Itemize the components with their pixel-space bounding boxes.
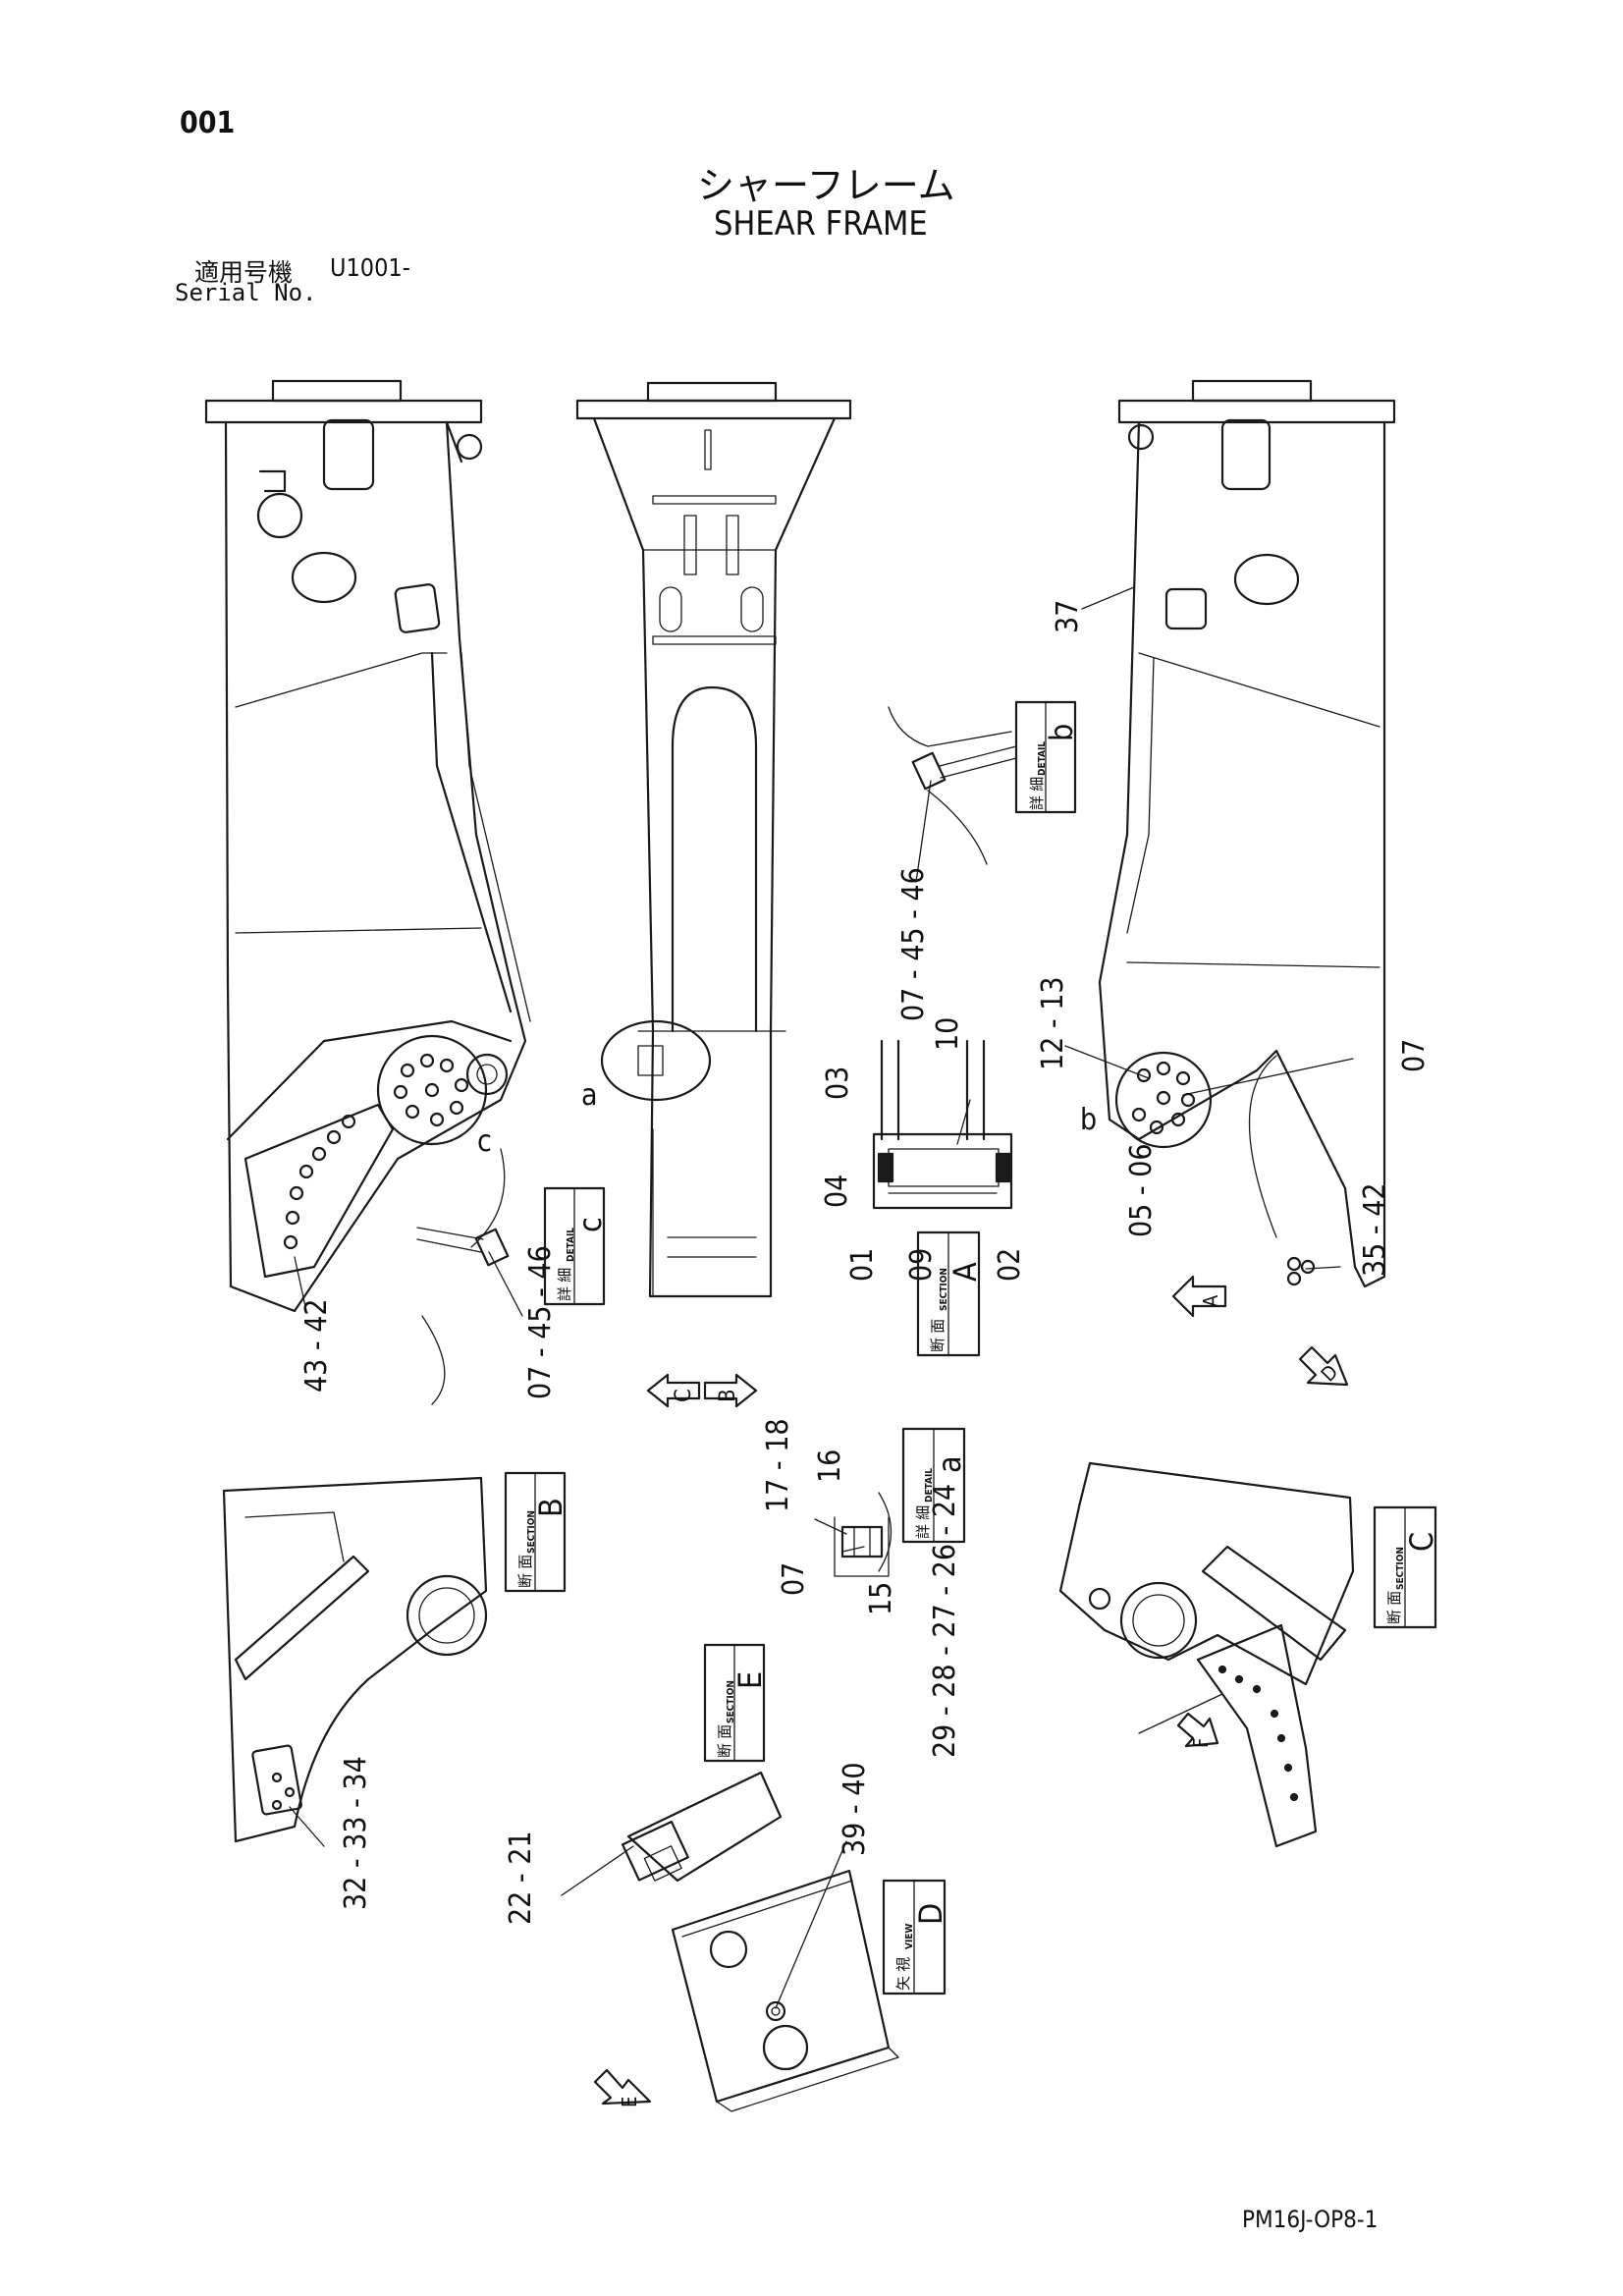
section-c-drawing (1058, 1461, 1355, 1848)
title-english: SHEAR FRAME (714, 204, 928, 244)
svg-text:SECTION: SECTION (726, 1680, 736, 1723)
callout-07-a: 07 (777, 1562, 811, 1596)
callout-05-06: 05 - 06 (1124, 1143, 1159, 1237)
detail-marker-c: c (477, 1124, 492, 1159)
box-detail-b: b 詳 細 DETAIL (1014, 700, 1080, 814)
callout-17-18: 17 - 18 (761, 1418, 795, 1512)
callout-39-40: 39 - 40 (838, 1762, 872, 1856)
serial-value: U1001- (330, 253, 410, 282)
box-detail-a: a 詳 細 DETAIL (901, 1427, 968, 1544)
svg-text:SECTION: SECTION (939, 1268, 949, 1311)
left-blade-bolts (283, 1114, 356, 1250)
svg-text:断 面: 断 面 (516, 1555, 534, 1588)
right-side-view: b (1080, 379, 1396, 1288)
svg-text:E: E (618, 2097, 641, 2107)
serial-label-japanese: 適用号機 (194, 258, 294, 287)
svg-text:矢 視: 矢 視 (894, 1957, 912, 1991)
box-section-b: B 断 面 SECTION (504, 1471, 569, 1593)
svg-text:断 面: 断 面 (716, 1724, 733, 1758)
right-pin-bolts (1131, 1061, 1196, 1135)
callout-03: 03 (821, 1066, 855, 1100)
callout-32-34: 32 - 33 - 34 (339, 1756, 373, 1910)
svg-text:詳 細: 詳 細 (1028, 777, 1046, 810)
svg-text:A: A (1199, 1294, 1222, 1307)
svg-text:DETAIL: DETAIL (1037, 741, 1048, 776)
detail-c-drawing (416, 1148, 510, 1405)
svg-text:SECTION: SECTION (526, 1510, 537, 1554)
serial-label-english: Serial No. (175, 279, 317, 306)
box-detail-c: c 詳 細 DETAIL (543, 1186, 609, 1306)
callout-16: 16 (813, 1449, 847, 1483)
callout-35-42: 35 - 42 (1358, 1182, 1392, 1277)
callout-09: 09 (904, 1248, 939, 1282)
box-section-c: C 断 面 SECTION (1373, 1505, 1440, 1629)
arrow-f: F (1176, 1712, 1219, 1748)
svg-text:a: a (931, 1455, 968, 1473)
callout-43-42: 43 - 42 (299, 1298, 334, 1393)
detail-b-drawing (888, 706, 1017, 865)
svg-text:b: b (1043, 724, 1080, 741)
svg-text:SECTION: SECTION (1395, 1547, 1406, 1590)
detail-a-drawing (834, 1492, 893, 1577)
callout-01: 01 (845, 1248, 880, 1282)
svg-text:B: B (532, 1498, 569, 1517)
svg-text:DETAIL: DETAIL (924, 1468, 935, 1503)
svg-text:VIEW: VIEW (904, 1924, 915, 1949)
callout-29-24: 29 - 28 - 27 - 26 - 24 (928, 1484, 962, 1758)
section-c-blade-holes (1217, 1665, 1299, 1802)
section-e-drawing (621, 1771, 783, 1883)
section-b-drawing (222, 1476, 488, 1843)
svg-text:D: D (912, 1903, 949, 1925)
callout-numbers: 37 07 - 45 - 46 10 03 04 01 09 02 12 - 1… (299, 600, 1432, 1925)
svg-text:断 面: 断 面 (1385, 1591, 1403, 1624)
arrow-c-b: C B (646, 1373, 758, 1408)
callout-12-13: 12 - 13 (1036, 976, 1070, 1070)
arrow-d: D (1298, 1345, 1349, 1387)
svg-text:DETAIL: DETAIL (566, 1228, 576, 1262)
svg-text:E: E (731, 1671, 769, 1689)
svg-text:F: F (1189, 1738, 1213, 1748)
view-d-drawing (671, 1869, 899, 2112)
section-a-drawing (872, 1039, 1013, 1210)
document-code: PM16J-OP8-1 (1242, 2206, 1379, 2233)
right-tip-bolts (1286, 1256, 1316, 1286)
svg-text:詳 細: 詳 細 (556, 1268, 573, 1301)
title-japanese: シャーフレーム (697, 164, 955, 207)
leader-lines (289, 586, 1354, 2009)
callout-04: 04 (820, 1175, 854, 1208)
arrow-a: A (1171, 1275, 1227, 1318)
arrow-e: E (593, 2068, 652, 2107)
callout-02: 02 (993, 1248, 1027, 1282)
svg-text:C: C (672, 1389, 696, 1402)
callout-10: 10 (931, 1017, 965, 1051)
svg-text:C: C (1403, 1532, 1440, 1552)
svg-text:詳 細: 詳 細 (914, 1505, 932, 1539)
svg-text:B: B (716, 1389, 740, 1402)
left-pin-bolts (393, 1053, 469, 1127)
callout-07-right: 07 (1397, 1039, 1432, 1072)
callout-15: 15 (864, 1582, 898, 1615)
center-top-view: a (575, 381, 852, 1298)
detail-marker-b: b (1080, 1103, 1097, 1137)
svg-text:c: c (571, 1217, 609, 1232)
svg-text:断 面: 断 面 (929, 1319, 947, 1352)
box-section-a: A 断 面 SECTION (916, 1230, 984, 1357)
svg-text:A: A (947, 1262, 984, 1282)
callout-22-21: 22 - 21 (504, 1831, 538, 1925)
callout-07-45-46-b: 07 - 45 - 46 (896, 867, 931, 1021)
page-number: 001 (180, 106, 236, 140)
left-side-view: c (204, 379, 531, 1313)
callout-37: 37 (1051, 600, 1085, 633)
detail-marker-a: a (581, 1078, 598, 1113)
callout-07-45-46-c: 07 - 45 - 46 (523, 1245, 558, 1399)
box-section-e: E 断 面 SECTION (703, 1643, 769, 1763)
box-view-d: D 矢 視 VIEW (882, 1879, 949, 1995)
